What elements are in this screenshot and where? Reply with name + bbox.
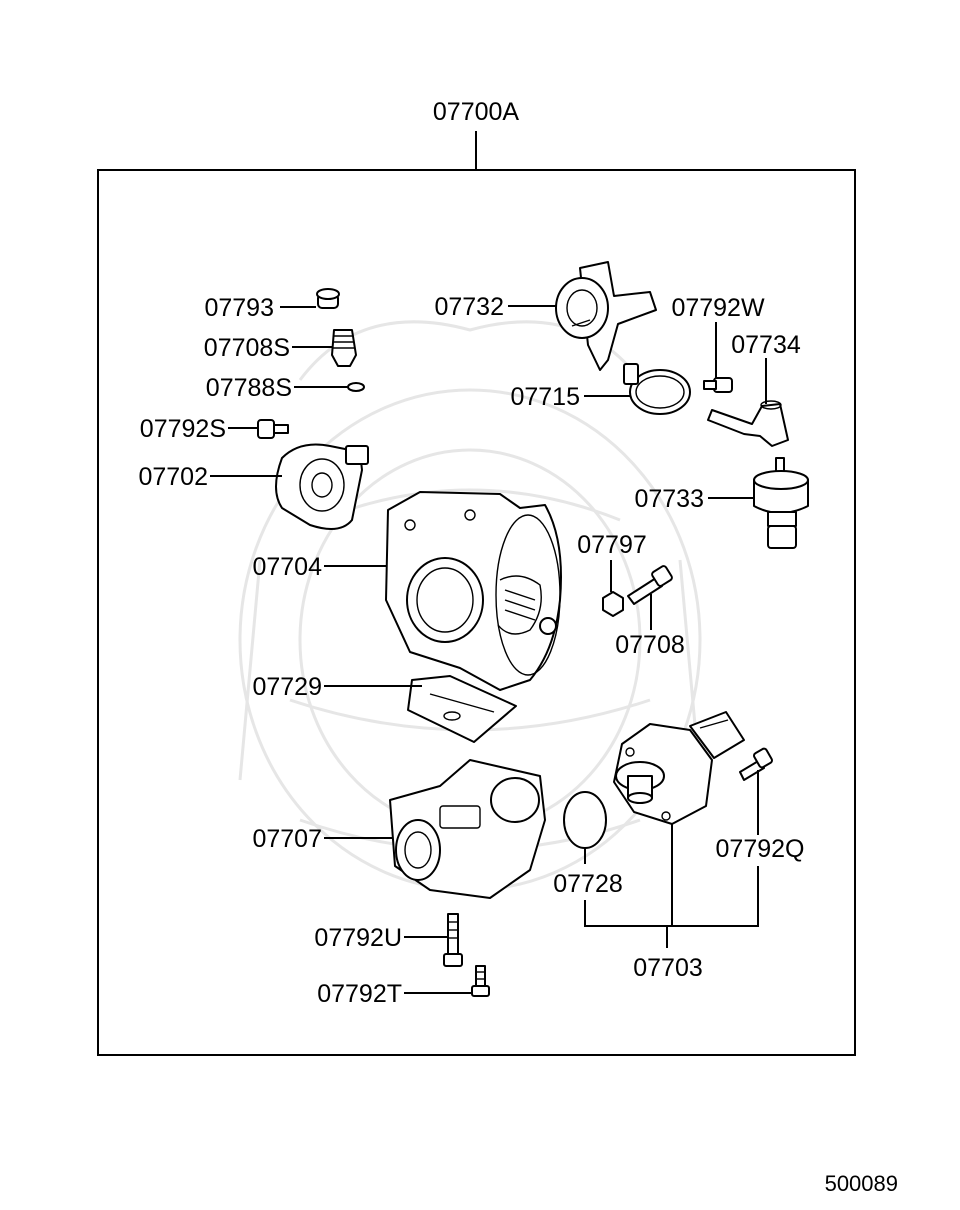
label-07732: 07732 (434, 293, 504, 321)
label-07704: 07704 (252, 553, 322, 581)
label-07733: 07733 (634, 485, 704, 513)
label-07792Q: 07792Q (716, 835, 805, 863)
part-07788S-oring (347, 382, 365, 392)
label-07797: 07797 (577, 531, 647, 559)
part-07728-oring (563, 791, 607, 849)
label-07702: 07702 (138, 463, 208, 491)
label-07792T: 07792T (317, 980, 402, 1008)
part-07704-throttle-body (385, 491, 562, 691)
part-07708S-spring (331, 329, 357, 367)
label-07734: 07734 (731, 331, 801, 359)
assembly-frame (97, 169, 856, 1056)
part-07792T-bolt (471, 965, 490, 997)
label-07729: 07729 (252, 673, 322, 701)
part-07792U-bolt (443, 913, 463, 967)
label-07715: 07715 (510, 383, 580, 411)
part-07715-clamp (623, 363, 691, 415)
part-07732-actuator (555, 261, 657, 371)
part-07792Q-screw (739, 747, 773, 781)
label-07707: 07707 (252, 825, 322, 853)
label-07708: 07708 (615, 631, 685, 659)
part-07792W-screw (703, 377, 733, 393)
leader-07703-bracket (584, 866, 759, 927)
label-07708S: 07708S (204, 334, 290, 362)
part-07793-cap (316, 288, 340, 309)
part-07707-chamber (389, 759, 546, 899)
label-07793: 07793 (204, 294, 274, 322)
part-07703-iac-valve (613, 711, 745, 825)
label-07788S: 07788S (206, 374, 292, 402)
part-07797-nut (602, 591, 624, 617)
part-07708-bolt (627, 565, 673, 605)
diagram-number: 500089 (825, 1171, 898, 1196)
part-07792S-screw (257, 419, 289, 439)
label-07792U: 07792U (314, 924, 402, 952)
label-07728: 07728 (553, 870, 623, 898)
part-07702-sensor (275, 443, 369, 530)
label-07792S: 07792S (140, 415, 226, 443)
label-07703: 07703 (633, 954, 703, 982)
part-07733-canister (753, 457, 809, 549)
part-07734-hose (707, 400, 789, 447)
part-07729-gasket (407, 675, 517, 743)
assembly-label: 07700A (433, 98, 520, 126)
label-07792W: 07792W (671, 294, 765, 322)
